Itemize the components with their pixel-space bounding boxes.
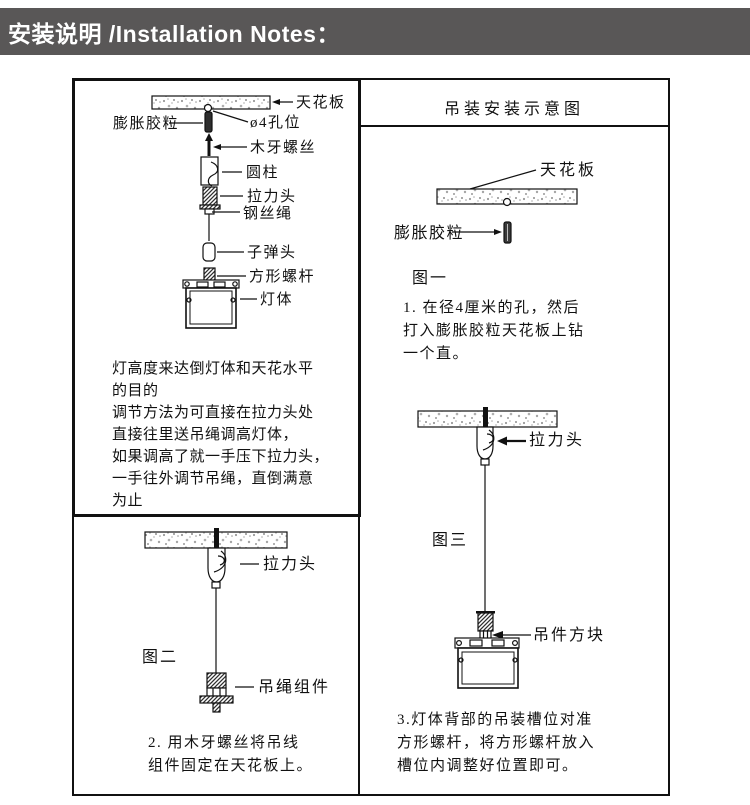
pull-head-flange: [199, 204, 221, 210]
fig3-diagram: [417, 407, 558, 689]
label-hole: ø4孔位: [250, 115, 302, 131]
label-ceiling: 天花板: [296, 95, 346, 111]
hanger-block-cap: [476, 611, 495, 614]
note-line: 如果调高了就一手压下拉力头，: [112, 449, 330, 465]
step-line: 一个直。: [403, 346, 470, 362]
fig2-steps: 2. 用木牙螺丝将吊线 组件固定在天花板上。: [148, 732, 313, 778]
drill-hole: [203, 103, 213, 113]
arrowhead-left-icon: [492, 631, 503, 639]
fig3-caption: 图三: [432, 532, 469, 549]
rope-assembly-cap: [206, 672, 227, 689]
label-bullet: 子弹头: [247, 245, 297, 261]
mounting-screw: [214, 528, 219, 551]
header-banner: 安装说明 /Installation Notes：: [0, 8, 750, 55]
note-line: 一手往外调节吊绳，直倒满意: [112, 471, 314, 487]
step-line: 槽位内调整好位置即可。: [397, 758, 579, 774]
exploded-view-frame: [72, 78, 361, 517]
step-line: 方形螺杆，将方形螺杆放入: [397, 735, 596, 751]
fig2-caption: 图二: [142, 649, 179, 666]
pull-head-body: [207, 547, 226, 583]
label-wire-rope: 钢丝绳: [243, 206, 293, 222]
note-line: 的目的: [112, 383, 159, 399]
pull-head-nub: [211, 581, 221, 589]
rope-assembly-band: [206, 687, 227, 697]
lamp-profile: [182, 279, 240, 329]
label-square-rod: 方形螺杆: [249, 269, 316, 285]
fig2-label-rope-assembly: 吊绳组件: [258, 679, 331, 696]
bullet-connector: [202, 242, 216, 262]
arrowhead-right-icon: [494, 229, 502, 235]
mounting-screw: [483, 407, 488, 430]
fig1-diagram: [436, 169, 578, 244]
cylinder-part: [200, 156, 219, 186]
label-wood-screw: 木牙螺丝: [250, 140, 317, 156]
fig3-steps: 3.灯体背部的吊装槽位对准 方形螺杆，将方形螺杆放入 槽位内调整好位置即可。: [397, 709, 595, 778]
fig1-label-anchor: 膨胀胶粒: [394, 225, 465, 242]
fig1-label-ceiling: 天花板: [540, 162, 598, 179]
page-title: 安装说明 /Installation Notes：: [8, 20, 340, 47]
panel-title-underline: [360, 125, 668, 127]
step-line: 2. 用木牙螺丝将吊线: [148, 735, 300, 751]
wire-curl: [486, 433, 494, 444]
wire-curl: [207, 161, 219, 187]
hanger-block: [477, 612, 494, 632]
fig2-diagram: [144, 528, 288, 713]
leader-line: [212, 110, 249, 123]
fig1-steps: 1. 在径4厘米的孔，然后 打入膨胀胶粒天花板上钻 一个直。: [403, 297, 585, 366]
fig3-label-hanger-block: 吊件方块: [533, 627, 606, 644]
drill-hole: [502, 197, 512, 207]
expansion-anchor-pin: [204, 111, 213, 133]
arrowhead-left-icon: [213, 144, 221, 150]
label-anchor: 膨胀胶粒: [113, 116, 180, 132]
pull-head-nub: [480, 458, 490, 466]
step-line: 打入膨胀胶粒天花板上钻: [403, 323, 585, 339]
arrowhead-left-icon: [272, 99, 280, 105]
step-line: 3.灯体背部的吊装槽位对准: [397, 712, 593, 728]
label-lamp-body: 灯体: [260, 292, 294, 308]
step-line: 组件固定在天花板上。: [148, 758, 314, 774]
fig1-caption: 图一: [412, 270, 449, 287]
note-line: 调节方法为可直接在拉力头处: [112, 405, 314, 421]
step-line: 1. 在径4厘米的孔，然后: [403, 300, 581, 316]
lamp-profile: [454, 637, 520, 689]
wire-curl: [217, 555, 225, 566]
leader-line: [469, 169, 537, 190]
rope-assembly-flange: [199, 695, 234, 704]
label-cylinder: 圆柱: [246, 165, 280, 181]
pull-head-block: [202, 186, 218, 206]
fig3-label-pull-head: 拉力头: [529, 432, 585, 449]
wire-curl: [213, 550, 227, 573]
adjustment-note: 灯高度来达倒灯体和天花水平 的目的 调节方法为可直接在拉力头处 直接往里送吊绳调…: [112, 358, 357, 512]
arrowhead-left-icon: [497, 436, 507, 446]
wood-screw-tip: [205, 133, 213, 141]
rope-assembly-tail: [212, 702, 221, 713]
fig2-label-pull-head: 拉力头: [263, 556, 318, 573]
exploded-diagram: [151, 95, 293, 329]
label-pull-head: 拉力头: [247, 189, 297, 205]
note-line: 为止: [112, 493, 144, 509]
right-panel-title: 吊装安装示意图: [443, 101, 584, 118]
note-line: 直接往里送吊绳调高灯体，: [112, 427, 299, 443]
note-line: 灯高度来达倒灯体和天花水平: [112, 361, 314, 377]
